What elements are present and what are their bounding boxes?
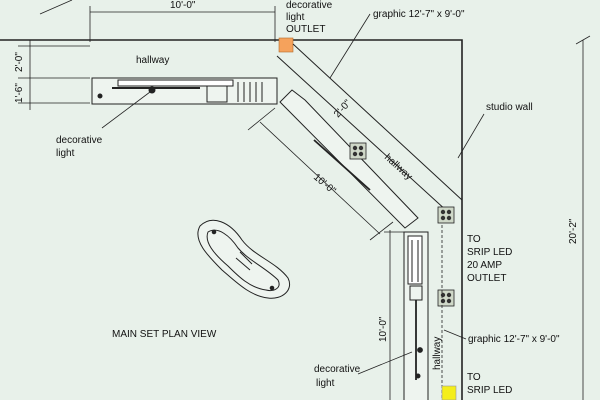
to-strip-b1: TO xyxy=(467,372,481,383)
graphic-top-leader xyxy=(329,13,371,79)
decorative-light-left-line1: decorative xyxy=(56,135,103,146)
to-strip-1: TO xyxy=(467,234,481,245)
graphic-right-label: graphic 12'-7" x 9'-0" xyxy=(468,334,560,345)
to-strip-2: SRIP LED xyxy=(467,247,512,258)
graphic-top-label: graphic 12'-7" x 9'-0" xyxy=(373,9,465,20)
dimension-diag-2-0: 2'-0" xyxy=(332,98,354,120)
set-desk xyxy=(197,219,290,299)
hallway-diagonal-label: hallway xyxy=(382,152,414,182)
dimension-top-label: 10'-0" xyxy=(170,0,196,11)
strip-led-outlet-marker xyxy=(441,385,457,400)
dimension-vertical xyxy=(384,230,404,400)
hallway-top-wall xyxy=(91,77,278,105)
main-set-plan-view-title: MAIN SET PLAN VIEW xyxy=(112,329,217,340)
studio-wall-leader xyxy=(457,113,485,159)
to-strip-3: 20 AMP xyxy=(467,260,502,271)
decorative-light-left-leader xyxy=(101,91,151,129)
decorative-light-left-line2: light xyxy=(56,148,75,159)
dimension-top xyxy=(39,0,276,42)
light-fixture-3 xyxy=(437,289,455,307)
dimension-left xyxy=(18,40,90,110)
to-strip-b2: SRIP LED xyxy=(467,385,512,396)
outlet-label-line1: decorative xyxy=(286,0,333,11)
hallway-top-label: hallway xyxy=(136,55,169,66)
decorative-light-bottom-leader xyxy=(357,351,413,375)
dimension-right xyxy=(575,35,591,400)
studio-wall xyxy=(0,39,463,400)
hallway-diagonal-wall xyxy=(279,89,419,229)
decorative-light-bottom-line2: light xyxy=(316,378,335,389)
decorative-light-bottom-line1: decorative xyxy=(314,364,361,375)
dimension-left-2-0: 2'-0" xyxy=(14,52,25,72)
decorative-light-outlet-marker xyxy=(278,37,294,53)
dimension-vertical-10-0: 10'-0" xyxy=(378,316,389,342)
hallway-vertical-label: hallway xyxy=(432,337,443,370)
hallway-vertical-wall xyxy=(403,231,429,400)
studio-wall-label: studio wall xyxy=(486,102,533,113)
light-fixture-1 xyxy=(349,142,367,160)
outlet-label-line2: light xyxy=(286,12,305,23)
dimension-diag-10-0: 10'-0" xyxy=(311,172,338,197)
dimension-diag xyxy=(247,107,394,241)
to-strip-4: OUTLET xyxy=(467,273,506,284)
light-fixture-2 xyxy=(437,206,455,224)
dimension-left-1-6: 1'-6" xyxy=(14,83,25,103)
outlet-label-line3: OUTLET xyxy=(286,24,325,35)
graphic-right-leader xyxy=(443,329,467,340)
diagonal-graphic xyxy=(276,43,463,213)
dimension-right-20-2: 20'-2" xyxy=(568,218,579,244)
